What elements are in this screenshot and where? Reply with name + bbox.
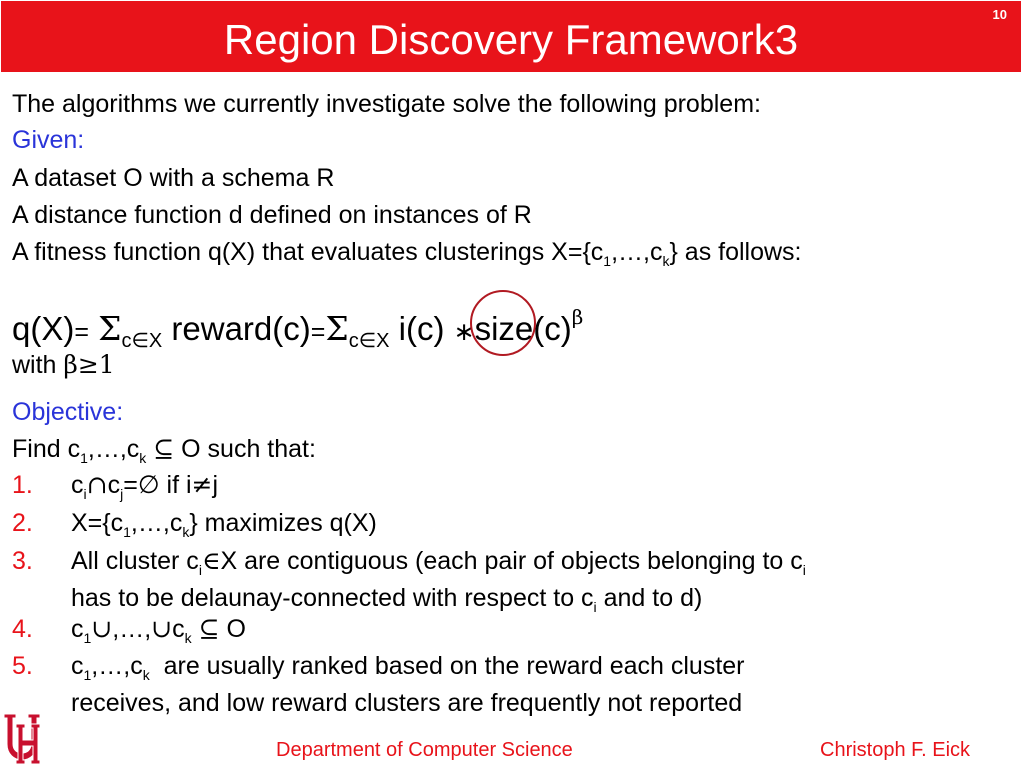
- formula-reward: reward(c): [171, 310, 311, 347]
- with-line: with β≥1: [12, 350, 115, 380]
- formula-sigma: Σ: [98, 309, 122, 348]
- find-sub-1: 1: [80, 450, 88, 466]
- formula-lhs: q(X): [12, 310, 75, 347]
- list-item: 2. X={c1,…,ck} maximizes q(X): [12, 509, 1012, 540]
- item1-not-equal: ≠: [191, 470, 213, 499]
- formula-sum-index-2: c∈X: [348, 330, 390, 352]
- slide-title: Region Discovery Framework3: [223, 16, 799, 63]
- fitness-sub-1: 1: [603, 253, 612, 269]
- item3-part-2: X are contiguous (each pair of objects b…: [220, 547, 803, 575]
- item1-c: c: [71, 471, 84, 499]
- university-of-houston-interlocking-uh-icon: [3, 713, 41, 765]
- item5-c: c: [71, 652, 84, 680]
- footer-department: Department of Computer Science: [276, 739, 573, 761]
- list-number: 2.: [12, 509, 33, 537]
- fitness-line: A fitness function q(X) that evaluates c…: [12, 237, 802, 276]
- item3-part-4: and to d): [596, 584, 703, 612]
- item3-line-2: has to be delaunay-connected with respec…: [71, 584, 703, 615]
- objective-label: Objective:: [12, 398, 124, 426]
- item5-mid: ,…,c: [91, 652, 143, 680]
- find-mid: ,…,c: [87, 435, 140, 463]
- find-prefix: Find c: [12, 435, 81, 463]
- item3-element-of: ∈: [201, 546, 221, 575]
- item4-c: c: [71, 615, 84, 643]
- item1-sub-j: j: [120, 486, 124, 502]
- fitness-mid: ,…,c: [611, 238, 663, 266]
- item4-mid: ,…,: [112, 615, 152, 643]
- formula-equals-2: =: [310, 318, 326, 346]
- item3-part-3: has to be delaunay-connected with respec…: [71, 584, 594, 612]
- item1-intersection: ∩: [86, 470, 108, 499]
- item5-sub-k: k: [142, 667, 150, 683]
- list-text: All cluster ci∈X are contiguous (each pa…: [71, 547, 1012, 621]
- list-text: c1∪,…,∪ck ⊆ O: [71, 615, 1012, 652]
- item1-empty-set: ∅: [137, 470, 160, 499]
- formula-equals: =: [74, 318, 89, 346]
- item3-part-1: All cluster c: [71, 547, 199, 575]
- item3-line-1: All cluster ci∈X are contiguous (each pa…: [71, 546, 806, 579]
- item5-line-1-text: are usually ranked based on the reward e…: [149, 652, 745, 680]
- item2-suffix: } maximizes q(X): [189, 509, 377, 537]
- item1-equals: =: [123, 471, 138, 499]
- item1-c2: c: [107, 471, 121, 499]
- item4-c2: c: [172, 615, 185, 643]
- item4-union-2: ∪: [151, 614, 173, 643]
- find-sub-k: k: [139, 450, 147, 466]
- item5-line-2: receives, and low reward clusters are fr…: [71, 689, 743, 717]
- with-prefix: with: [12, 351, 64, 379]
- list-item: 5. c1,…,ck are usually ranked based on t…: [12, 652, 1012, 717]
- item2-sub-1: 1: [123, 524, 131, 540]
- intro-text: The algorithms we currently investigate …: [12, 90, 761, 118]
- list-item: 1. ci∩cj=∅ if i≠j: [12, 471, 1012, 503]
- item3-sub-i: i: [198, 562, 202, 578]
- item1-if: if i: [159, 471, 192, 499]
- find-suffix: O such that:: [174, 435, 316, 463]
- page-number: 10: [992, 7, 1007, 22]
- formula-sum-index: c∈X: [121, 330, 163, 352]
- find-subset-symbol: ⊆: [153, 434, 175, 463]
- list-text: c1,…,ck are usually ranked based on the …: [71, 652, 1012, 717]
- fitness-suffix: } as follows:: [669, 238, 802, 266]
- item1-j: j: [212, 471, 219, 499]
- highlight-circle: [470, 290, 536, 356]
- formula-sigma-2: Σ: [325, 309, 349, 348]
- item2-prefix: X={c: [71, 509, 124, 537]
- list-number: 5.: [12, 652, 33, 680]
- item4-end: O: [219, 615, 246, 643]
- item4-subset: ⊆: [198, 614, 220, 643]
- list-item: 4. c1∪,…,∪ck ⊆ O: [12, 615, 1012, 647]
- find-line: Find c1,…,ck ⊆ O such that:: [12, 434, 316, 473]
- item2-mid: ,…,c: [130, 509, 183, 537]
- formula-exponent: β: [571, 305, 584, 329]
- fitness-sub-k: k: [662, 253, 670, 269]
- distance-line: A distance function d defined on instanc…: [12, 201, 532, 229]
- list-text: ci∩cj=∅ if i≠j: [71, 471, 1012, 508]
- footer-author: Christoph F. Eick: [820, 739, 971, 761]
- with-condition: β≥1: [63, 350, 115, 379]
- item2-sub-k: k: [182, 524, 190, 540]
- item5-line-1: c1,…,ck are usually ranked based on the …: [71, 652, 745, 683]
- item3-sub-i-3: i: [593, 599, 597, 615]
- formula-ic: i(c): [398, 310, 445, 347]
- item5-sub-1: 1: [83, 667, 92, 683]
- list-number: 1.: [12, 471, 33, 499]
- list-number: 4.: [12, 615, 33, 643]
- formula-times: ∗: [453, 318, 475, 346]
- title-bar: Region Discovery Framework3 10: [0, 0, 1022, 73]
- item3-sub-i-2: i: [802, 562, 806, 578]
- dataset-line: A dataset O with a schema R: [12, 164, 335, 192]
- item4-sub-k: k: [184, 630, 192, 646]
- list-number: 3.: [12, 547, 33, 575]
- item4-union-1: ∪: [91, 614, 113, 643]
- item4-sub-1: 1: [83, 630, 92, 646]
- item1-sub-i: i: [83, 486, 87, 502]
- list-text: X={c1,…,ck} maximizes q(X): [71, 509, 1012, 546]
- fitness-prefix: A fitness function q(X) that evaluates c…: [12, 238, 604, 266]
- given-label: Given:: [12, 126, 85, 154]
- list-item: 3. All cluster ci∈X are contiguous (each…: [12, 547, 1012, 616]
